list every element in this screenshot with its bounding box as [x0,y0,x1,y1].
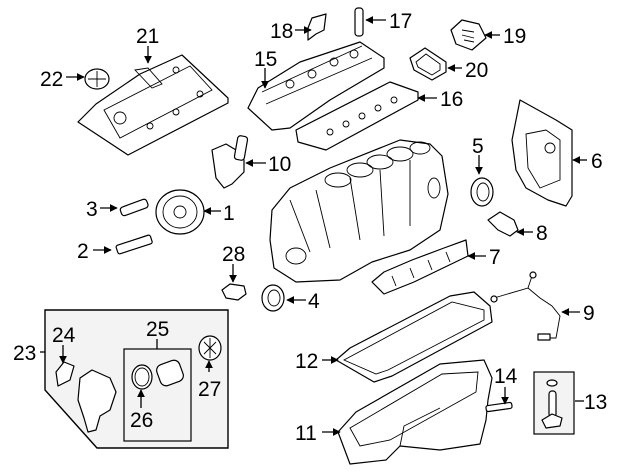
callout-26[interactable]: 26 [130,409,153,432]
crank-position-sensor-part[interactable] [487,211,519,237]
oil-pressure-switch-part[interactable] [221,283,247,301]
callout-1[interactable]: 1 [223,202,235,225]
callout-8[interactable]: 8 [536,222,548,245]
callout-6[interactable]: 6 [591,150,603,173]
drain-plug-part[interactable] [485,401,513,413]
leader-lines [40,16,587,436]
engine-cover-part[interactable] [77,54,229,156]
oil-pan-gasket-part[interactable] [335,291,493,383]
spark-plug-tube-part[interactable] [354,7,364,37]
callout-23[interactable]: 23 [13,342,36,365]
callout-16[interactable]: 16 [440,88,463,111]
callout-3[interactable]: 3 [86,198,98,221]
valve-cover-part[interactable] [247,41,385,131]
callout-27[interactable]: 27 [198,378,221,401]
callout-14[interactable]: 14 [494,365,518,388]
bolt-part[interactable] [119,198,149,217]
callout-9[interactable]: 9 [583,302,595,325]
pulley-bolt-part[interactable] [115,234,153,255]
crankshaft-pulley-part[interactable] [155,189,205,235]
callout-12[interactable]: 12 [295,350,318,373]
breather-cover-part[interactable] [450,19,487,51]
callout-13[interactable]: 13 [584,391,607,414]
rear-crank-seal-part[interactable] [470,177,494,207]
emblem-part[interactable] [84,68,110,90]
callout-5[interactable]: 5 [472,135,484,158]
oil-pan-part[interactable] [337,359,493,465]
oil-level-sensor-harness-part[interactable] [490,271,561,341]
callout-20[interactable]: 20 [465,59,488,82]
callout-22[interactable]: 22 [40,68,63,91]
callout-4[interactable]: 4 [308,290,320,313]
callout-21[interactable]: 21 [136,25,159,48]
breather-gasket-part[interactable] [409,47,447,81]
callout-18[interactable]: 18 [270,20,293,43]
callout-17[interactable]: 17 [389,10,412,33]
oil-baffle-part[interactable] [371,239,469,295]
callout-7[interactable]: 7 [489,246,501,269]
callout-11[interactable]: 11 [295,422,317,445]
callout-25[interactable]: 25 [146,318,169,341]
callout-28[interactable]: 28 [222,243,245,266]
callout-labels: 1 2 3 4 5 6 7 8 9 10 11 12 13 14 15 16 1… [13,10,607,445]
callout-2[interactable]: 2 [77,240,89,263]
callout-24[interactable]: 24 [52,324,76,347]
callout-15[interactable]: 15 [254,48,277,71]
bracket-part[interactable] [307,13,327,41]
oil-level-sensor-kit-box[interactable] [533,371,575,435]
engine-block-part[interactable] [269,139,449,283]
callout-10[interactable]: 10 [268,153,291,176]
callout-19[interactable]: 19 [503,25,526,48]
camshaft-sensor-part[interactable] [211,135,249,189]
oil-filter-housing-kit-box[interactable] [44,309,229,449]
rear-cover-plate-part[interactable] [511,99,573,207]
front-crank-seal-part[interactable] [261,284,285,312]
